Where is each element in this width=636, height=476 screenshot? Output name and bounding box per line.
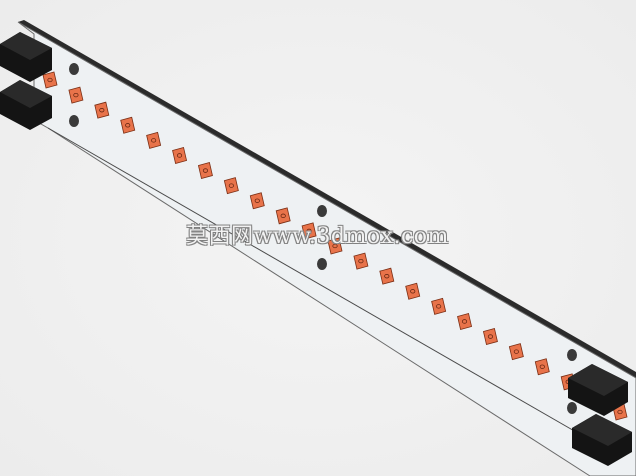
led-pad <box>353 252 369 270</box>
mounting-hole <box>69 115 79 127</box>
mounting-hole <box>69 63 79 75</box>
mounting-hole <box>567 402 577 414</box>
led-pad <box>42 71 58 89</box>
led-pad <box>197 162 213 180</box>
mounting-hole <box>317 258 327 270</box>
led-pad <box>301 222 317 240</box>
led-pad <box>431 297 447 315</box>
mounting-holes <box>69 63 577 414</box>
led-pad <box>172 146 188 164</box>
led-pad <box>534 358 550 376</box>
connector-top-right <box>568 364 628 416</box>
led-pad <box>508 343 524 361</box>
connector-bottom-right <box>572 414 632 466</box>
board-bottom-edge <box>47 127 591 441</box>
connector-top-left <box>0 32 52 82</box>
led-pad <box>120 116 136 134</box>
mounting-hole <box>567 349 577 361</box>
led-pad <box>405 282 421 300</box>
led-pad <box>223 177 239 195</box>
led-pad <box>94 101 110 119</box>
led-pad <box>249 192 265 210</box>
mounting-hole <box>317 205 327 217</box>
led-pads <box>42 71 628 421</box>
led-pad <box>379 267 395 285</box>
led-pad <box>275 207 291 225</box>
connector-bottom-left <box>0 80 52 130</box>
led-pad <box>457 312 473 330</box>
led-pad <box>327 237 343 255</box>
led-pad <box>146 131 162 149</box>
led-pad <box>482 328 498 346</box>
watermark-text: 莫西网www.3dmox.com <box>186 224 449 249</box>
led-pad <box>68 86 84 104</box>
